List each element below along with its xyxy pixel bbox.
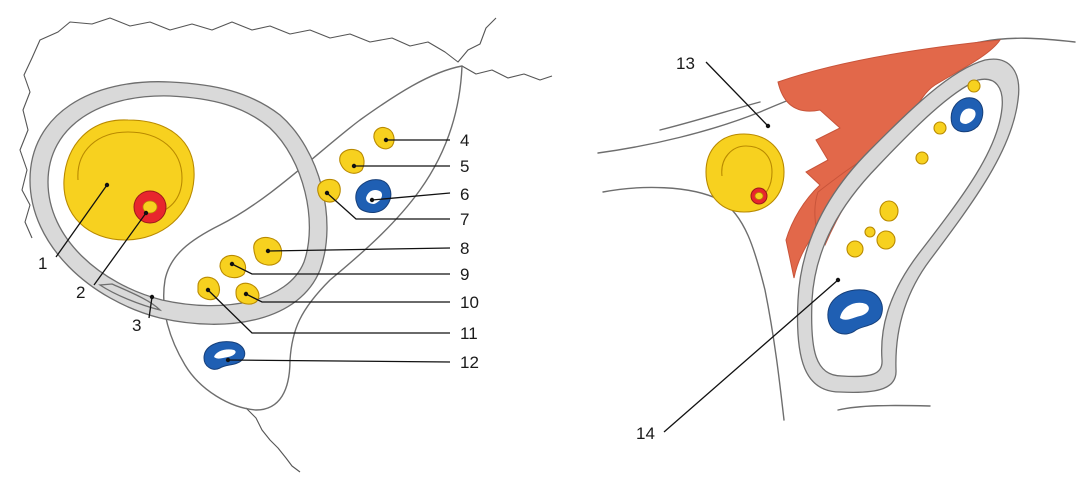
large-nerve-body — [64, 120, 194, 240]
left-cross-section: 1 2 3 4 5 6 7 8 9 10 11 12 — [20, 18, 552, 472]
skin-boundary-bottom — [246, 408, 300, 472]
leader-line-13 — [706, 62, 768, 126]
label-5: 5 — [460, 157, 469, 176]
right-cross-section: 13 14 — [598, 38, 1075, 443]
right-nerve-d — [880, 201, 898, 221]
leader-line-12 — [228, 360, 450, 362]
right-nerve — [706, 134, 784, 212]
label-13: 13 — [676, 54, 695, 73]
right-nerve-c — [916, 152, 928, 164]
label-7: 7 — [460, 210, 469, 229]
nerve-9 — [220, 255, 246, 277]
nerve-7 — [318, 180, 341, 202]
vein-6 — [356, 180, 391, 213]
label-11: 11 — [460, 324, 478, 343]
label-8: 8 — [460, 239, 469, 258]
outer-contour-left — [603, 187, 784, 420]
label-2: 2 — [76, 283, 85, 302]
label-12: 12 — [460, 353, 479, 372]
label-10: 10 — [460, 293, 479, 312]
right-nerve-b — [934, 122, 946, 134]
label-6: 6 — [460, 185, 469, 204]
label-4: 4 — [460, 131, 469, 150]
right-nerve-e — [865, 227, 875, 237]
label-1: 1 — [38, 254, 47, 273]
label-9: 9 — [460, 265, 469, 284]
small-artery — [134, 191, 166, 223]
leader-line-8 — [268, 248, 450, 251]
right-nerve-g — [847, 241, 863, 257]
vein-12 — [204, 342, 245, 370]
label-14: 14 — [636, 424, 655, 443]
right-vein-bottom — [828, 290, 882, 334]
leader-line-9 — [232, 264, 450, 274]
right-artery-lumen — [755, 193, 763, 200]
right-nerve-a — [968, 80, 980, 92]
nerve-4 — [374, 127, 394, 148]
nerve-5 — [340, 150, 364, 174]
right-nerve-f — [877, 231, 895, 249]
outer-contour-bottom — [838, 405, 930, 410]
right-vein-top — [951, 98, 983, 132]
label-3: 3 — [132, 316, 141, 335]
outer-contour-mid — [660, 102, 760, 130]
large-nerve — [64, 120, 194, 240]
